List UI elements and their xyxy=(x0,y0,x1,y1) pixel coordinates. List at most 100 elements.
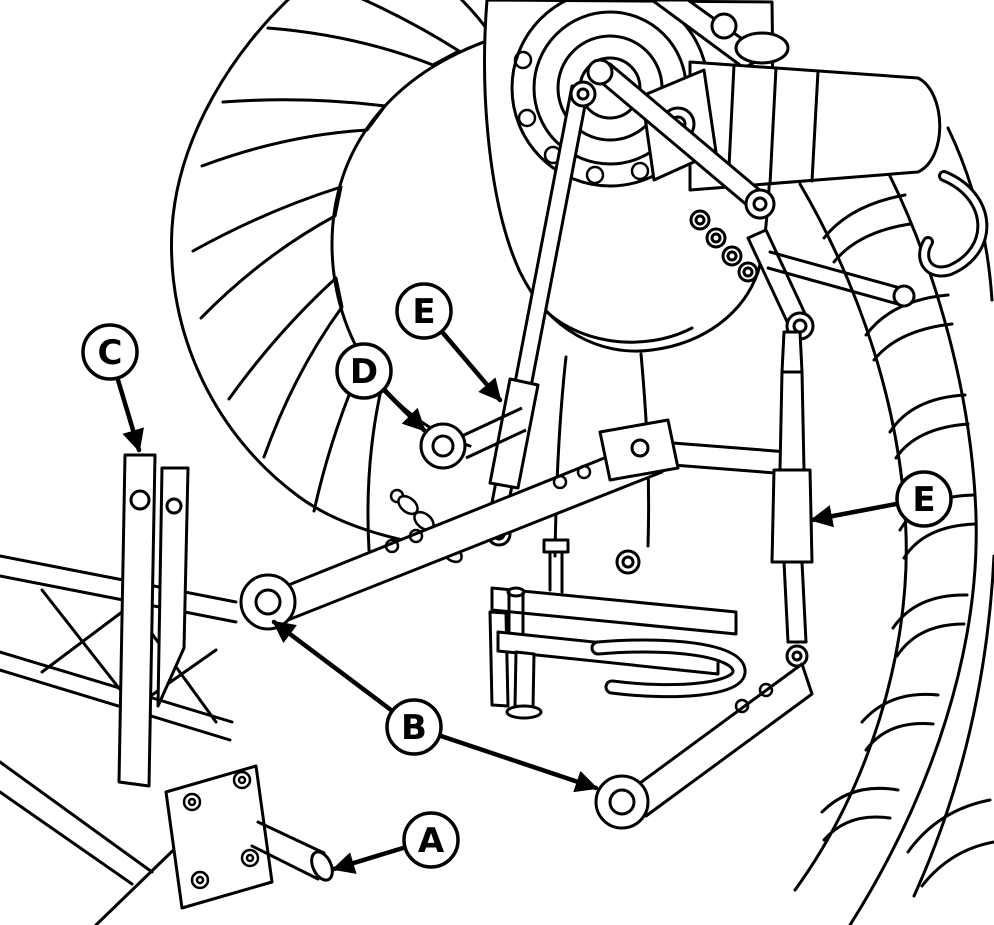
right-lift-link xyxy=(770,330,814,668)
right-tire xyxy=(793,126,994,925)
right-tire-corner-edge xyxy=(912,554,994,898)
callout-e-upper: E xyxy=(395,282,453,340)
valve-knob xyxy=(734,31,790,65)
stand-x-braces xyxy=(40,588,218,724)
link-end-ball xyxy=(419,406,527,470)
left-tire-lug xyxy=(200,98,387,168)
lift-arm-pivot-hole xyxy=(752,196,768,212)
callout-a-label: A xyxy=(418,821,445,861)
mast-hole xyxy=(129,489,151,511)
ball-link-lines xyxy=(461,406,527,460)
housing-lower-edge xyxy=(553,355,568,558)
right-tire-lug xyxy=(860,692,940,752)
right-link-ball-hole xyxy=(608,788,636,816)
right-lift-link-yoke xyxy=(780,330,804,374)
callout-e-right-arrow xyxy=(809,501,899,528)
lift-arm-pivot xyxy=(744,188,776,220)
lift-link-top-pivot-hole xyxy=(576,87,590,101)
left-tire xyxy=(169,0,521,552)
callout-a: A xyxy=(402,811,460,869)
callout-b-circle xyxy=(385,698,443,756)
lift-arm-pivot xyxy=(586,58,614,86)
right-tire-lug xyxy=(891,593,969,658)
link-holes xyxy=(384,464,592,554)
callout-a-arrow xyxy=(331,845,406,874)
right-lift-link-fork-pivot xyxy=(785,644,809,668)
hitch-pin xyxy=(250,820,326,881)
callout-b-arrow-left xyxy=(271,619,394,713)
ball-joint-hole xyxy=(431,434,455,458)
right-bracket-arm xyxy=(766,250,902,306)
callout-c-circle xyxy=(81,323,139,381)
rear-crossmember xyxy=(658,440,790,476)
right-tire-lug xyxy=(906,798,994,888)
left-tire-lug xyxy=(191,185,343,320)
drawbar-support-bar xyxy=(490,586,738,636)
hitch-u-rod-inner xyxy=(593,641,744,696)
callout-e-right: E xyxy=(895,470,953,528)
stand-base-plate xyxy=(164,764,274,910)
stand-rail-mid xyxy=(0,650,234,742)
base-plate-bolts xyxy=(182,770,260,890)
drawbar-nut xyxy=(615,549,641,575)
callout-d-label: D xyxy=(350,352,378,392)
right-bracket-pivot xyxy=(892,284,916,308)
right-link-ball-eye xyxy=(594,774,650,830)
callout-e-upper-circle xyxy=(395,282,453,340)
right-tire-lug xyxy=(888,393,970,460)
right-lift-link-body xyxy=(778,370,806,472)
callout-c-arrow xyxy=(115,377,144,453)
callout-c: C xyxy=(81,323,139,381)
stand-rail-top xyxy=(0,554,238,624)
support-leg-foot xyxy=(505,704,543,720)
left-lower-link xyxy=(239,418,680,631)
link-rear-bracket-hole xyxy=(630,438,650,458)
drawbar-bolt-head xyxy=(542,538,570,554)
right-tire-outer-edge xyxy=(848,136,978,925)
callout-e-upper-arrow xyxy=(440,330,503,403)
callout-b-arrow-right xyxy=(438,733,599,793)
callout-d-circle xyxy=(335,342,393,400)
stand-mast xyxy=(117,453,157,788)
drawbar-bolt xyxy=(548,546,564,594)
support-leg xyxy=(513,650,536,710)
right-tire-inner-edge xyxy=(793,182,908,892)
link-holes xyxy=(734,682,774,714)
valve-port xyxy=(710,12,738,40)
drawbar-nut-hole xyxy=(621,555,635,569)
right-lift-link-turnbuckle xyxy=(770,468,814,564)
rockshaft-assembly xyxy=(586,0,989,341)
left-tire-outer-edge xyxy=(169,0,460,550)
implement-stand xyxy=(0,453,334,925)
callout-a-circle xyxy=(402,811,460,869)
lift-link-top-pivot xyxy=(569,80,597,108)
callout-c-label: C xyxy=(98,333,123,373)
callout-e-right-circle xyxy=(895,470,953,528)
left-link-ball-eye xyxy=(239,573,297,631)
right-tire-lug xyxy=(822,193,912,264)
callout-e-upper-label: E xyxy=(412,292,435,332)
housing-sump-line xyxy=(534,298,694,344)
lift-link-turnbuckle xyxy=(488,377,540,490)
link-rear-bracket xyxy=(598,418,680,482)
drawbar-assembly xyxy=(488,538,747,720)
callout-e-right-label: E xyxy=(912,480,935,520)
callout-b-label: B xyxy=(401,708,427,748)
stand-lower-braces xyxy=(0,760,192,925)
left-tire-lug xyxy=(266,0,461,67)
callout-d-arrow xyxy=(382,388,427,433)
callouts: C E D E B A xyxy=(81,282,953,874)
right-tire-lug xyxy=(864,293,954,362)
stand-mast-rear xyxy=(156,466,190,708)
left-link-ball-hole xyxy=(254,588,282,616)
hitch-pin-end xyxy=(310,850,334,882)
callout-b: B xyxy=(385,698,443,756)
right-lower-link xyxy=(594,662,814,830)
right-lift-link-fork-hole xyxy=(791,650,803,662)
clevis-plate xyxy=(488,610,510,708)
hydraulic-hose-loop xyxy=(918,170,989,278)
left-tire-lug xyxy=(227,276,344,459)
right-tire-lug xyxy=(820,786,900,842)
